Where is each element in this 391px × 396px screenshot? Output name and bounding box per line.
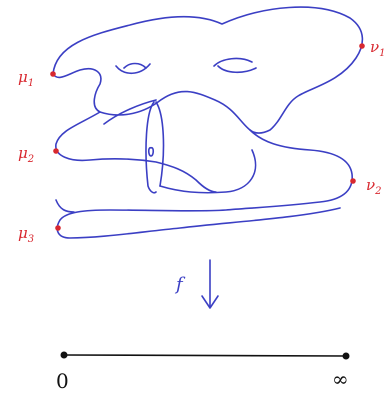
surface-lower-left xyxy=(55,199,75,213)
interval-endpoint-right xyxy=(342,352,350,360)
label-zero: 0 xyxy=(56,369,69,393)
point-nu1 xyxy=(359,43,365,49)
handle-left xyxy=(115,63,151,75)
point-mu2 xyxy=(53,148,59,154)
interval-line xyxy=(63,354,347,357)
surface-lower-inner xyxy=(159,149,257,194)
label-mu3: μ3 xyxy=(18,224,34,245)
interval-endpoint-left xyxy=(60,351,68,359)
neck-cycle-front xyxy=(145,101,157,194)
neck-cycle-back xyxy=(155,101,165,187)
handle-left-top xyxy=(123,62,147,69)
label-nu2: ν2 xyxy=(366,176,382,197)
label-mu2: μ2 xyxy=(18,144,34,165)
point-mu3 xyxy=(55,225,61,231)
label-map-f: f xyxy=(174,274,186,295)
surface-right-lobe xyxy=(56,129,353,239)
surface-upper-outline xyxy=(52,6,364,134)
point-mu1 xyxy=(50,71,56,77)
label-nu1: ν1 xyxy=(370,38,386,59)
neck-cycle-marker xyxy=(147,146,155,157)
handle-right xyxy=(213,57,253,67)
label-mu1: μ1 xyxy=(18,68,34,89)
map-arrow-head xyxy=(201,295,219,309)
surface-middle-tube xyxy=(55,111,217,193)
point-nu2 xyxy=(350,178,356,184)
surface-middle-top xyxy=(103,99,157,125)
label-infinity: ∞ xyxy=(332,367,349,391)
handle-right-top xyxy=(217,65,257,74)
